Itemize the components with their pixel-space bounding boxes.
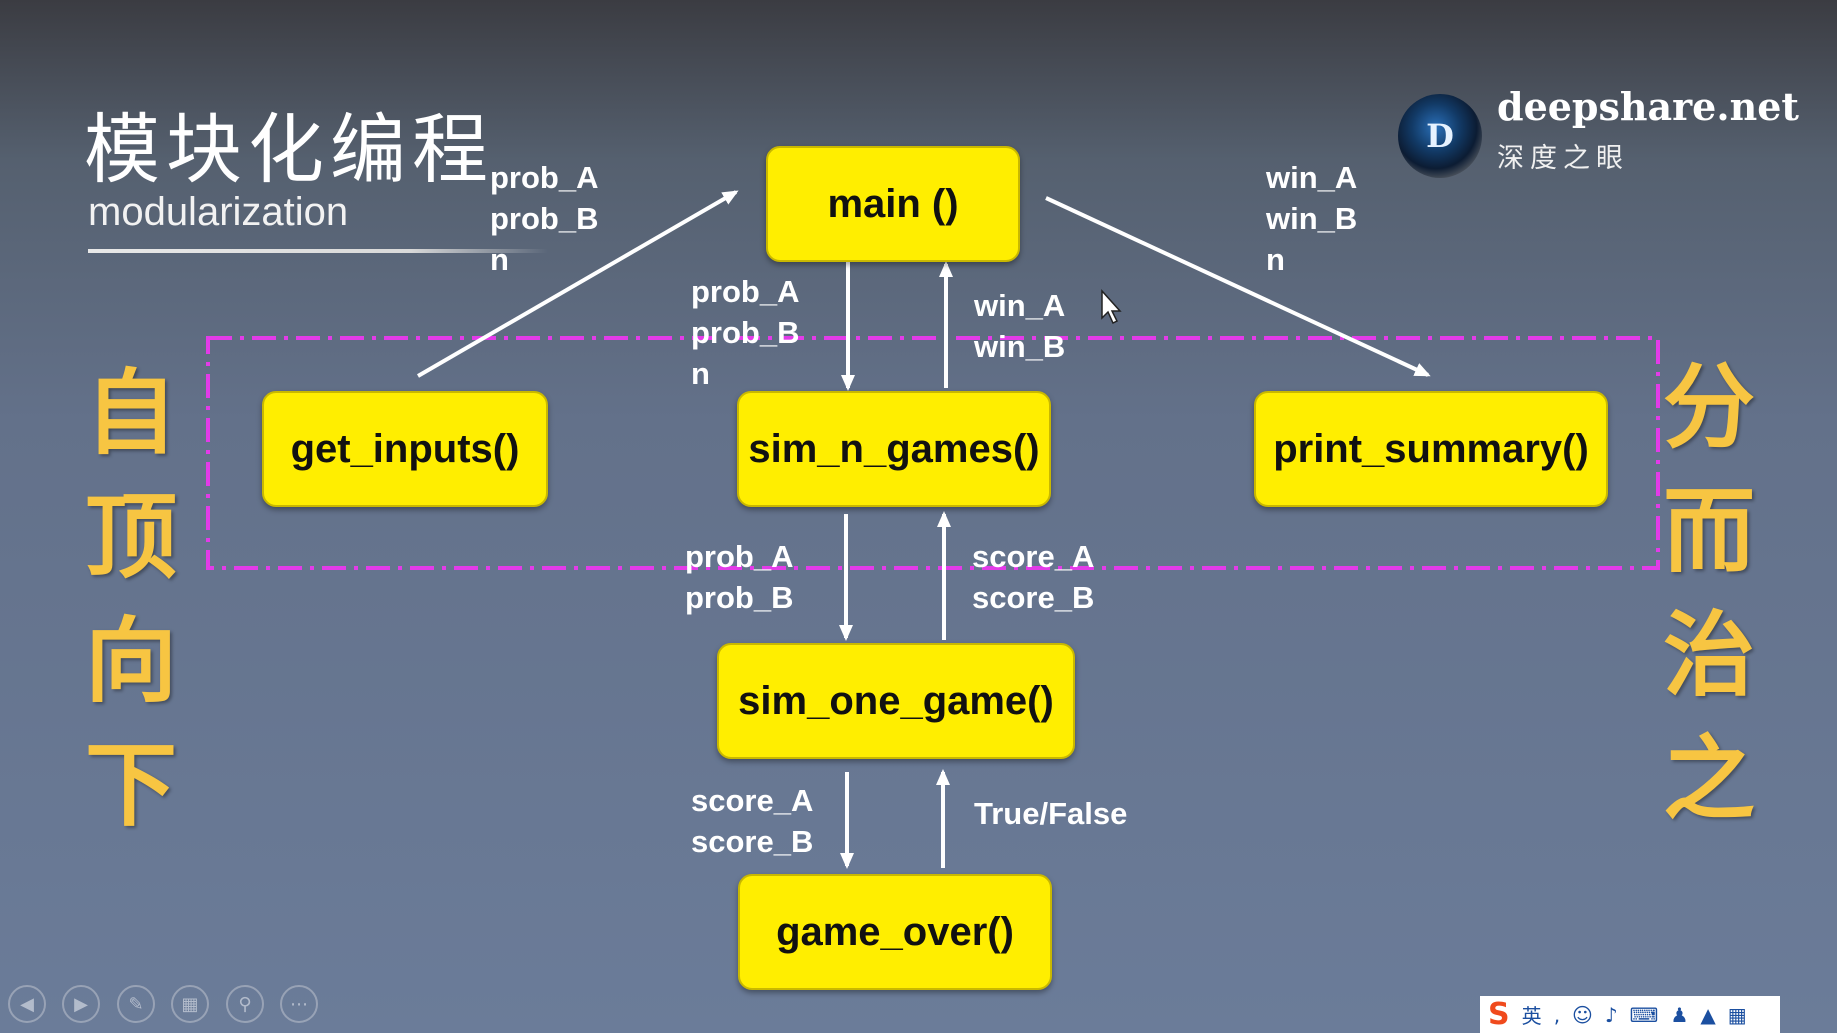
next-icon[interactable]: ▶ (62, 985, 100, 1023)
box-print-summary: print_summary() (1254, 391, 1608, 507)
label-main-to-print-summary: win_A win_B n (1266, 160, 1358, 277)
right-char: 分 (1662, 354, 1755, 461)
emoji-icon[interactable]: ☺ (1571, 1002, 1593, 1027)
logo-name: deepshare.net (1497, 84, 1799, 129)
logo-subtitle: 深度之眼 (1497, 143, 1629, 174)
mic-icon[interactable]: ♪ (1604, 1002, 1618, 1027)
pen-icon[interactable]: ✎ (117, 985, 155, 1023)
deepshare-logo-icon: D (1398, 94, 1482, 178)
right-char: 治 (1662, 602, 1755, 709)
arrow-get-inputs-to-main (416, 190, 739, 378)
label-sim-n-games-to-main: win_A win_B (974, 288, 1066, 364)
slide-subtitle: modularization (88, 190, 349, 234)
grid-icon[interactable]: ▦ (1727, 1002, 1747, 1027)
slides-icon[interactable]: ▦ (171, 985, 209, 1023)
punctuation-icon[interactable]: ‚ (1553, 1002, 1560, 1027)
label-sim-n-games-to-sim-one-game: prob_A prob_B (685, 539, 794, 615)
module-layer-highlight (206, 336, 1660, 570)
label-get-inputs-to-main: prob_A prob_B n (490, 160, 599, 277)
ime-lang[interactable]: 英 (1521, 1004, 1542, 1028)
right-char: 而 (1662, 478, 1755, 585)
zoom-icon[interactable]: ⚲ (226, 985, 264, 1023)
box-main: main () (766, 146, 1020, 262)
arrow-main-to-print-summary (1045, 196, 1431, 377)
keyboard-icon[interactable]: ⌨ (1629, 1002, 1659, 1027)
box-get-inputs: get_inputs() (262, 391, 548, 507)
right-side-text: 分 而 治 之 (1654, 346, 1764, 842)
box-sim-n-games: sim_n_games() (737, 391, 1051, 507)
sogou-icon[interactable]: S (1488, 997, 1510, 1032)
label-game-over-to-sim-one-game: True/False (974, 796, 1128, 831)
ime-toolbar[interactable]: S 英 ‚ ☺ ♪ ⌨ ♟ ▲ ▦ (1480, 996, 1780, 1033)
skin-icon[interactable]: ▲ (1700, 1002, 1716, 1027)
box-sim-one-game: sim_one_game() (717, 643, 1075, 759)
label-main-to-sim-n-games: prob_A prob_B n (691, 274, 800, 391)
user-icon[interactable]: ♟ (1670, 1002, 1689, 1027)
box-game-over: game_over() (738, 874, 1052, 990)
more-icon[interactable]: ⋯ (280, 985, 318, 1023)
title-underline (88, 249, 548, 253)
left-char: 自 (84, 360, 177, 467)
left-char: 向 (84, 608, 177, 715)
left-char: 下 (84, 732, 177, 839)
prev-icon[interactable]: ◀ (8, 985, 46, 1023)
left-side-text: 自 顶 向 下 (76, 352, 186, 848)
mouse-cursor-icon (1101, 289, 1122, 325)
label-sim-one-game-to-sim-n-games: score_A score_B (972, 539, 1095, 615)
logo-mark: D (1426, 117, 1454, 155)
left-char: 顶 (84, 484, 177, 591)
right-char: 之 (1662, 726, 1755, 833)
label-sim-one-game-to-game-over: score_A score_B (691, 783, 814, 859)
slide-title: 模块化编程 (84, 105, 494, 194)
